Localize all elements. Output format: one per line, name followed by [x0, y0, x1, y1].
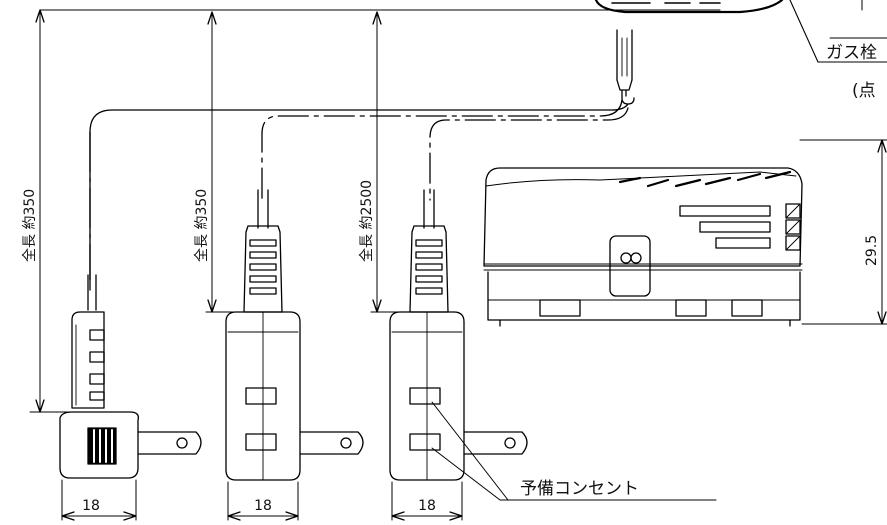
body-height-label: 29.5: [864, 235, 880, 266]
main-cord: [89, 29, 635, 291]
lighting-label: (点: [852, 81, 876, 101]
middle-cord-length-label: 全長 約350: [193, 189, 210, 262]
right-straight-plug: [389, 189, 528, 521]
top-device-fragment: [39, 0, 863, 14]
gas-label-callout: [789, 0, 887, 63]
middle-plug-width-label: 18: [254, 498, 272, 514]
spare-outlet-leader: [431, 401, 717, 501]
body-height-dimension: [799, 139, 887, 325]
middle-straight-plug: [225, 189, 364, 521]
right-cord-length-label: 全長 約2500: [358, 180, 375, 262]
left-l-plug: [59, 274, 202, 521]
device-side-view: [483, 167, 803, 327]
spare-outlet-label: 予備コンセント: [520, 479, 639, 499]
left-plug-width-label: 18: [82, 498, 100, 514]
middle-length-dimension: [205, 11, 241, 313]
gas-plug-label: ガス栓: [826, 43, 877, 63]
right-plug-width-label: 18: [418, 498, 436, 514]
left-cord-length-label: 全長 約350: [21, 189, 38, 262]
right-length-dimension: [370, 11, 409, 313]
